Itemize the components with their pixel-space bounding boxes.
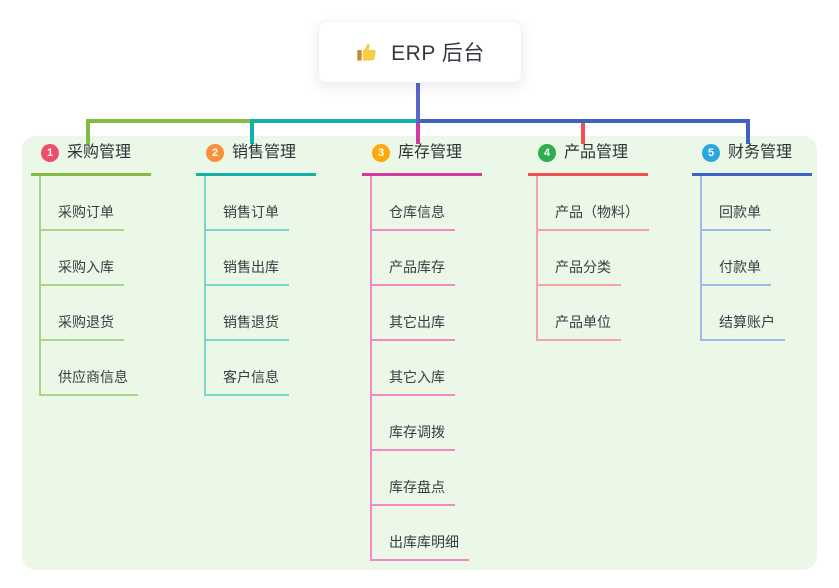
thumbs-up-icon bbox=[357, 43, 376, 61]
branch-inventory: 3 库存管理 仓库信息 产品库存 其它出库 其它入库 库存调拨 库存盘点 出库库… bbox=[362, 142, 522, 561]
branch-header-sales[interactable]: 2 销售管理 bbox=[196, 142, 316, 176]
root-node-erp[interactable]: ERP 后台 bbox=[318, 21, 522, 83]
branch-sales: 2 销售管理 销售订单 销售出库 销售退货 客户信息 bbox=[196, 142, 356, 396]
child-node-label: 采购退货 bbox=[41, 313, 124, 341]
child-node-label: 付款单 bbox=[702, 258, 771, 286]
mindmap-child-node[interactable]: 产品分类 bbox=[538, 231, 688, 286]
mindmap-child-node[interactable]: 销售退货 bbox=[206, 286, 356, 341]
child-node-label: 产品（物料） bbox=[538, 203, 649, 231]
child-node-label: 回款单 bbox=[702, 203, 771, 231]
child-node-label: 产品库存 bbox=[372, 258, 455, 286]
branch-title: 产品管理 bbox=[564, 144, 629, 161]
connector-root-stem bbox=[416, 83, 420, 122]
child-node-label: 采购订单 bbox=[41, 203, 124, 231]
connector-riser-product bbox=[581, 120, 585, 144]
branch-children-product: 产品（物料） 产品分类 产品单位 bbox=[536, 176, 688, 341]
mindmap-child-node[interactable]: 其它入库 bbox=[372, 341, 522, 396]
badge-3: 3 bbox=[372, 144, 390, 162]
connector-bus-left-teal bbox=[250, 119, 420, 123]
branch-header-purchase[interactable]: 1 采购管理 bbox=[31, 142, 151, 176]
mindmap-child-node[interactable]: 库存调拨 bbox=[372, 396, 522, 451]
mindmap-child-node[interactable]: 产品（物料） bbox=[538, 176, 688, 231]
mindmap-child-node[interactable]: 采购退货 bbox=[41, 286, 191, 341]
branch-finance: 5 财务管理 回款单 付款单 结算账户 bbox=[692, 142, 839, 341]
branch-product: 4 产品管理 产品（物料） 产品分类 产品单位 bbox=[528, 142, 688, 341]
branch-header-product[interactable]: 4 产品管理 bbox=[528, 142, 648, 176]
connector-bus-right-blue bbox=[416, 119, 750, 123]
badge-1: 1 bbox=[41, 144, 59, 162]
child-node-label: 出库库明细 bbox=[372, 533, 469, 561]
mindmap-child-node[interactable]: 产品单位 bbox=[538, 286, 688, 341]
badge-2: 2 bbox=[206, 144, 224, 162]
child-node-label: 产品分类 bbox=[538, 258, 621, 286]
root-node-title: ERP 后台 bbox=[391, 42, 485, 65]
child-node-label: 采购入库 bbox=[41, 258, 124, 286]
branches-background-panel bbox=[22, 136, 817, 570]
connector-bus-left-green bbox=[86, 119, 254, 123]
branch-children-inventory: 仓库信息 产品库存 其它出库 其它入库 库存调拨 库存盘点 出库库明细 bbox=[370, 176, 522, 561]
branch-title: 采购管理 bbox=[67, 144, 132, 161]
child-node-label: 销售出库 bbox=[206, 258, 289, 286]
branch-purchase: 1 采购管理 采购订单 采购入库 采购退货 供应商信息 bbox=[31, 142, 191, 396]
mindmap-child-node[interactable]: 销售订单 bbox=[206, 176, 356, 231]
mindmap-child-node[interactable]: 付款单 bbox=[702, 231, 839, 286]
mindmap-child-node[interactable]: 其它出库 bbox=[372, 286, 522, 341]
mindmap-child-node[interactable]: 供应商信息 bbox=[41, 341, 191, 396]
connector-riser-sales bbox=[250, 120, 254, 144]
mindmap-child-node[interactable]: 产品库存 bbox=[372, 231, 522, 286]
child-node-label: 结算账户 bbox=[702, 313, 785, 341]
mindmap-child-node[interactable]: 销售出库 bbox=[206, 231, 356, 286]
branch-children-sales: 销售订单 销售出库 销售退货 客户信息 bbox=[204, 176, 356, 396]
child-node-label: 产品单位 bbox=[538, 313, 621, 341]
child-node-label: 库存盘点 bbox=[372, 478, 455, 506]
branch-title: 销售管理 bbox=[232, 144, 297, 161]
child-node-label: 销售订单 bbox=[206, 203, 289, 231]
mindmap-child-node[interactable]: 出库库明细 bbox=[372, 506, 522, 561]
connector-riser-purchase bbox=[86, 120, 90, 144]
branch-children-purchase: 采购订单 采购入库 采购退货 供应商信息 bbox=[39, 176, 191, 396]
badge-4: 4 bbox=[538, 144, 556, 162]
branch-title: 财务管理 bbox=[728, 144, 793, 161]
child-node-label: 销售退货 bbox=[206, 313, 289, 341]
branch-header-finance[interactable]: 5 财务管理 bbox=[692, 142, 812, 176]
branch-children-finance: 回款单 付款单 结算账户 bbox=[700, 176, 839, 341]
child-node-label: 仓库信息 bbox=[372, 203, 455, 231]
child-node-label: 库存调拨 bbox=[372, 423, 455, 451]
mindmap-child-node[interactable]: 采购入库 bbox=[41, 231, 191, 286]
mindmap-child-node[interactable]: 仓库信息 bbox=[372, 176, 522, 231]
mindmap-child-node[interactable]: 回款单 bbox=[702, 176, 839, 231]
child-node-label: 供应商信息 bbox=[41, 368, 138, 396]
mindmap-child-node[interactable]: 库存盘点 bbox=[372, 451, 522, 506]
connector-riser-inventory bbox=[416, 120, 420, 144]
branch-header-inventory[interactable]: 3 库存管理 bbox=[362, 142, 482, 176]
mindmap-child-node[interactable]: 采购订单 bbox=[41, 176, 191, 231]
child-node-label: 客户信息 bbox=[206, 368, 289, 396]
child-node-label: 其它出库 bbox=[372, 313, 455, 341]
mindmap-child-node[interactable]: 客户信息 bbox=[206, 341, 356, 396]
badge-5: 5 bbox=[702, 144, 720, 162]
connector-riser-finance bbox=[746, 120, 750, 144]
mindmap-child-node[interactable]: 结算账户 bbox=[702, 286, 839, 341]
child-node-label: 其它入库 bbox=[372, 368, 455, 396]
branch-title: 库存管理 bbox=[398, 144, 463, 161]
